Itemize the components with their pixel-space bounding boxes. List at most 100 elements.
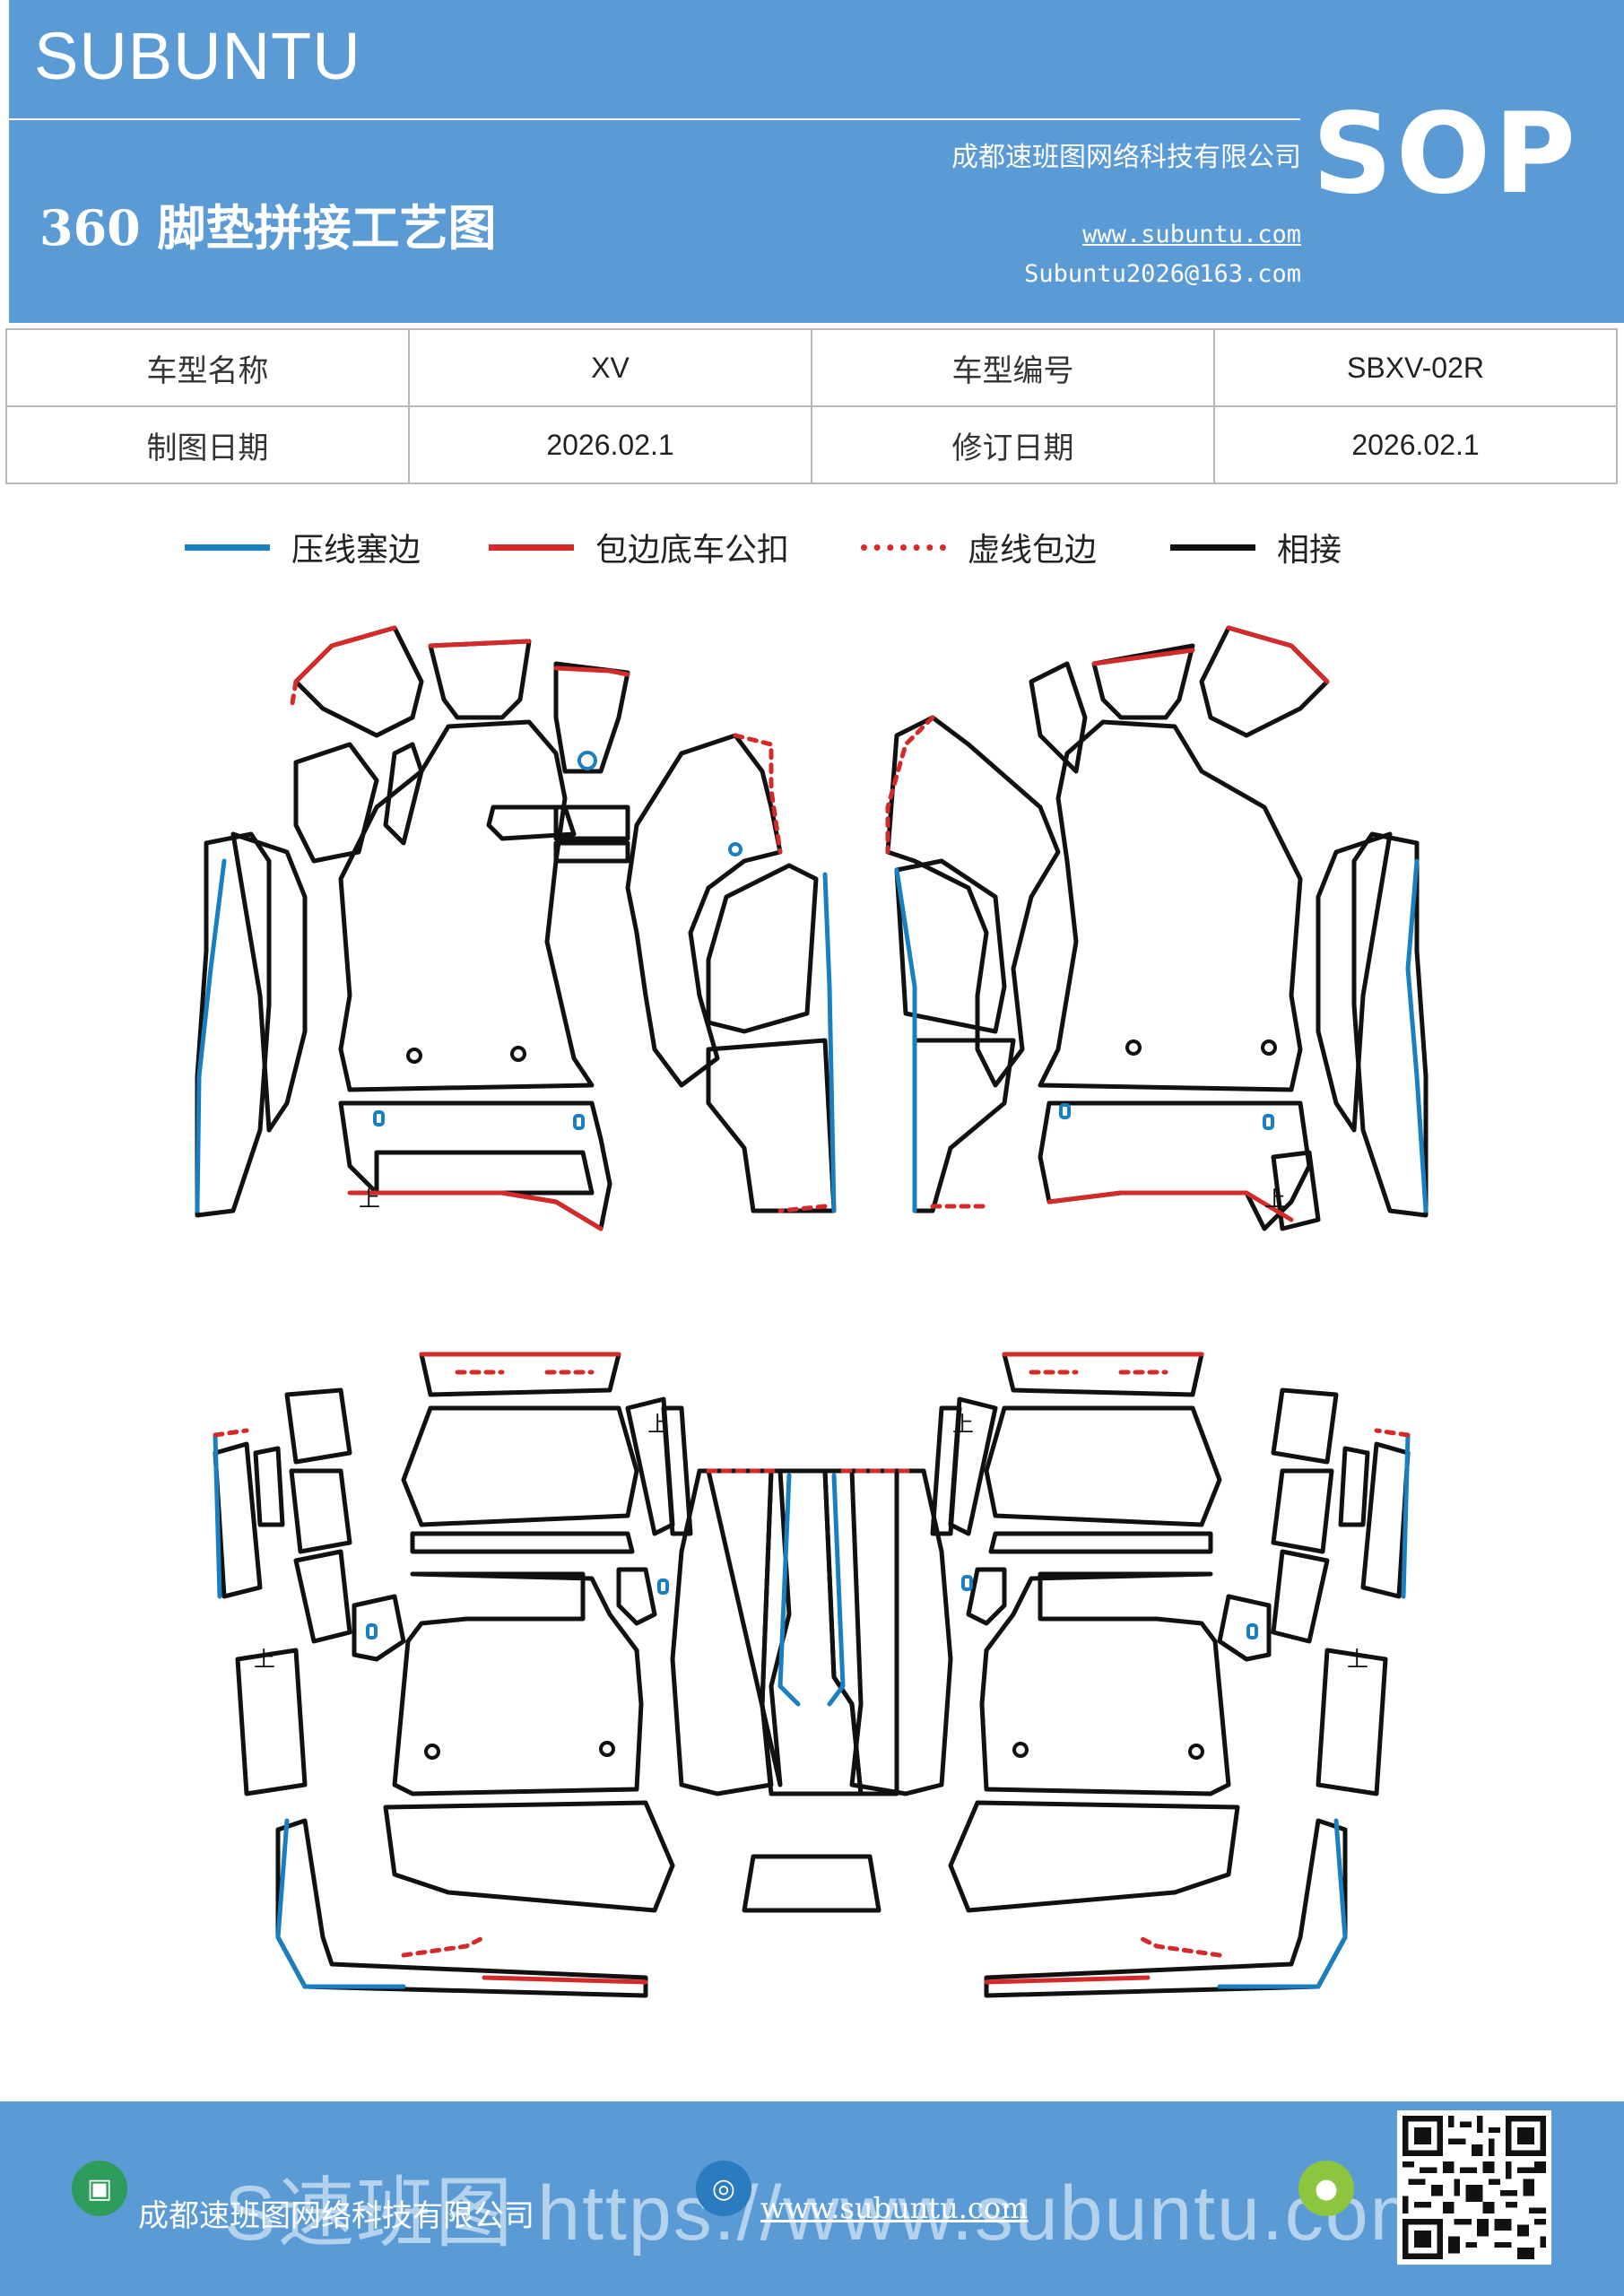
mat-piece	[293, 742, 379, 864]
mat-pieces-outline	[195, 625, 1429, 1998]
edge-red	[553, 665, 630, 677]
mat-piece	[235, 1648, 308, 1796]
table-row: 制图日期 2026.02.1 修订日期 2026.02.1	[5, 405, 1618, 484]
mat-piece	[1316, 831, 1393, 1133]
clip-holes	[406, 1039, 1277, 1760]
mat-piece	[912, 1038, 1016, 1213]
edge-red	[1046, 1190, 1294, 1222]
mat-piece	[849, 1468, 953, 1796]
legend-item: 相接	[1170, 520, 1342, 574]
clip-hole-blue	[578, 751, 597, 770]
qr-code-icon	[1397, 2110, 1551, 2265]
legend-swatch-red-dotted	[861, 544, 946, 551]
mat-piece	[706, 1038, 837, 1213]
clip-hole-blue	[728, 842, 743, 857]
email-address[interactable]: Subuntu2026@163.com	[1024, 260, 1301, 288]
clip-slot-blue	[657, 1578, 669, 1595]
up-marker: 上	[1347, 1647, 1368, 1672]
clip-slot-blue	[573, 1114, 585, 1130]
clip-hole	[1261, 1039, 1277, 1056]
mat-piece	[230, 831, 308, 1133]
vehicle-name-label: 车型名称	[5, 328, 410, 407]
up-marker: 上	[952, 1412, 974, 1437]
clip-slot-blue	[373, 1110, 385, 1126]
edge-red	[347, 1190, 604, 1231]
edge-blue	[275, 1818, 406, 1989]
mat-piece	[383, 1800, 675, 1913]
page-title: 360 脚垫拼接工艺图	[39, 199, 497, 257]
edge-red-dotted	[777, 1204, 828, 1213]
up-marker: 上	[647, 1412, 669, 1437]
mat-piece	[1271, 1549, 1330, 1644]
wechat-icon: ●	[1298, 2161, 1354, 2216]
clip-hole	[1125, 1039, 1142, 1056]
website-link[interactable]: www.subuntu.com	[1082, 221, 1301, 248]
mat-piece	[1038, 719, 1303, 1092]
vehicle-name-value: XV	[408, 328, 812, 407]
edge-red	[984, 1975, 1151, 1985]
edge-red-dotted	[885, 715, 935, 855]
revision-date-value: 2026.02.1	[1213, 405, 1618, 484]
mat-piece	[1271, 1150, 1321, 1231]
drawing-date-label: 制图日期	[5, 405, 410, 484]
edge-red-dotted	[733, 733, 783, 855]
mat-piece	[661, 1405, 693, 1536]
legend: 压线塞边 包边底车公扣 虚线包边 相接	[0, 520, 1624, 574]
edge-blue	[1405, 858, 1429, 1213]
blue-clips	[366, 751, 1274, 1639]
edge-red	[293, 625, 397, 684]
mat-piece	[625, 733, 783, 1088]
clip-hole	[599, 1741, 615, 1757]
mat-piece	[706, 1468, 792, 1787]
binding-edges	[293, 625, 1330, 1985]
mat-piece	[293, 625, 424, 738]
mat-piece	[948, 1800, 1240, 1913]
legend-item: 压线塞边	[185, 520, 421, 574]
footer-website-link[interactable]: www.subuntu.com	[760, 2191, 1029, 2225]
legend-label: 压线塞边	[291, 532, 421, 569]
edge-blue	[777, 1473, 801, 1707]
up-marker: 上	[254, 1647, 275, 1672]
mat-piece	[1038, 1100, 1312, 1231]
header-divider	[9, 118, 1300, 120]
mat-piece	[428, 639, 532, 720]
header-banner: SUBUNTU 360 脚垫拼接工艺图 成都速班图网络科技有限公司 www.su…	[9, 0, 1624, 323]
clip-slot-blue	[366, 1623, 378, 1639]
edge-blue	[827, 1473, 846, 1707]
clip-slot-blue	[1059, 1103, 1071, 1119]
mat-piece	[374, 1150, 595, 1196]
mat-piece	[352, 1594, 406, 1662]
company-name: 成都速班图网络科技有限公司	[951, 142, 1301, 173]
mat-piece	[213, 1441, 263, 1599]
edge-red-dotted	[1374, 1428, 1411, 1438]
legend-label: 包边底车公扣	[595, 532, 790, 569]
mat-piece	[616, 1567, 657, 1626]
mat-piece	[984, 1818, 1348, 1998]
edge-red	[428, 639, 532, 648]
mat-piece	[1338, 1446, 1370, 1527]
edge-red-dotted	[289, 679, 299, 711]
legend-swatch-blue	[185, 544, 270, 551]
mat-piece	[392, 1571, 644, 1796]
revision-date-label: 修订日期	[811, 405, 1215, 484]
footer-banner: ▣ S速班图 https://www.subuntu.com 成都速班图网络科技…	[0, 2101, 1624, 2296]
legend-label: 相接	[1277, 532, 1342, 569]
mat-piece	[284, 1387, 352, 1465]
legend-swatch-red	[489, 544, 574, 551]
edge-blue	[195, 858, 227, 1213]
footer-watermark: S速班图 https://www.subuntu.com	[224, 2170, 1437, 2257]
up-marker: 上	[359, 1187, 380, 1212]
dotted-binding-edges	[213, 679, 1411, 1958]
legend-swatch-black	[1170, 544, 1255, 551]
mat-piece	[1351, 831, 1429, 1218]
edge-blue	[1217, 1818, 1348, 1989]
clip-slot-blue	[961, 1575, 973, 1591]
mat-piece	[253, 1446, 285, 1527]
edge-blue	[213, 1432, 222, 1599]
mat-piece	[553, 804, 630, 841]
mat-piece	[486, 804, 577, 841]
mat-piece	[742, 1854, 881, 1913]
vehicle-info-table: 车型名称 XV 车型编号 SBXV-02R 制图日期 2026.02.1 修订日…	[5, 328, 1618, 484]
mat-piece	[984, 1405, 1222, 1527]
mat-piece	[289, 1468, 352, 1554]
